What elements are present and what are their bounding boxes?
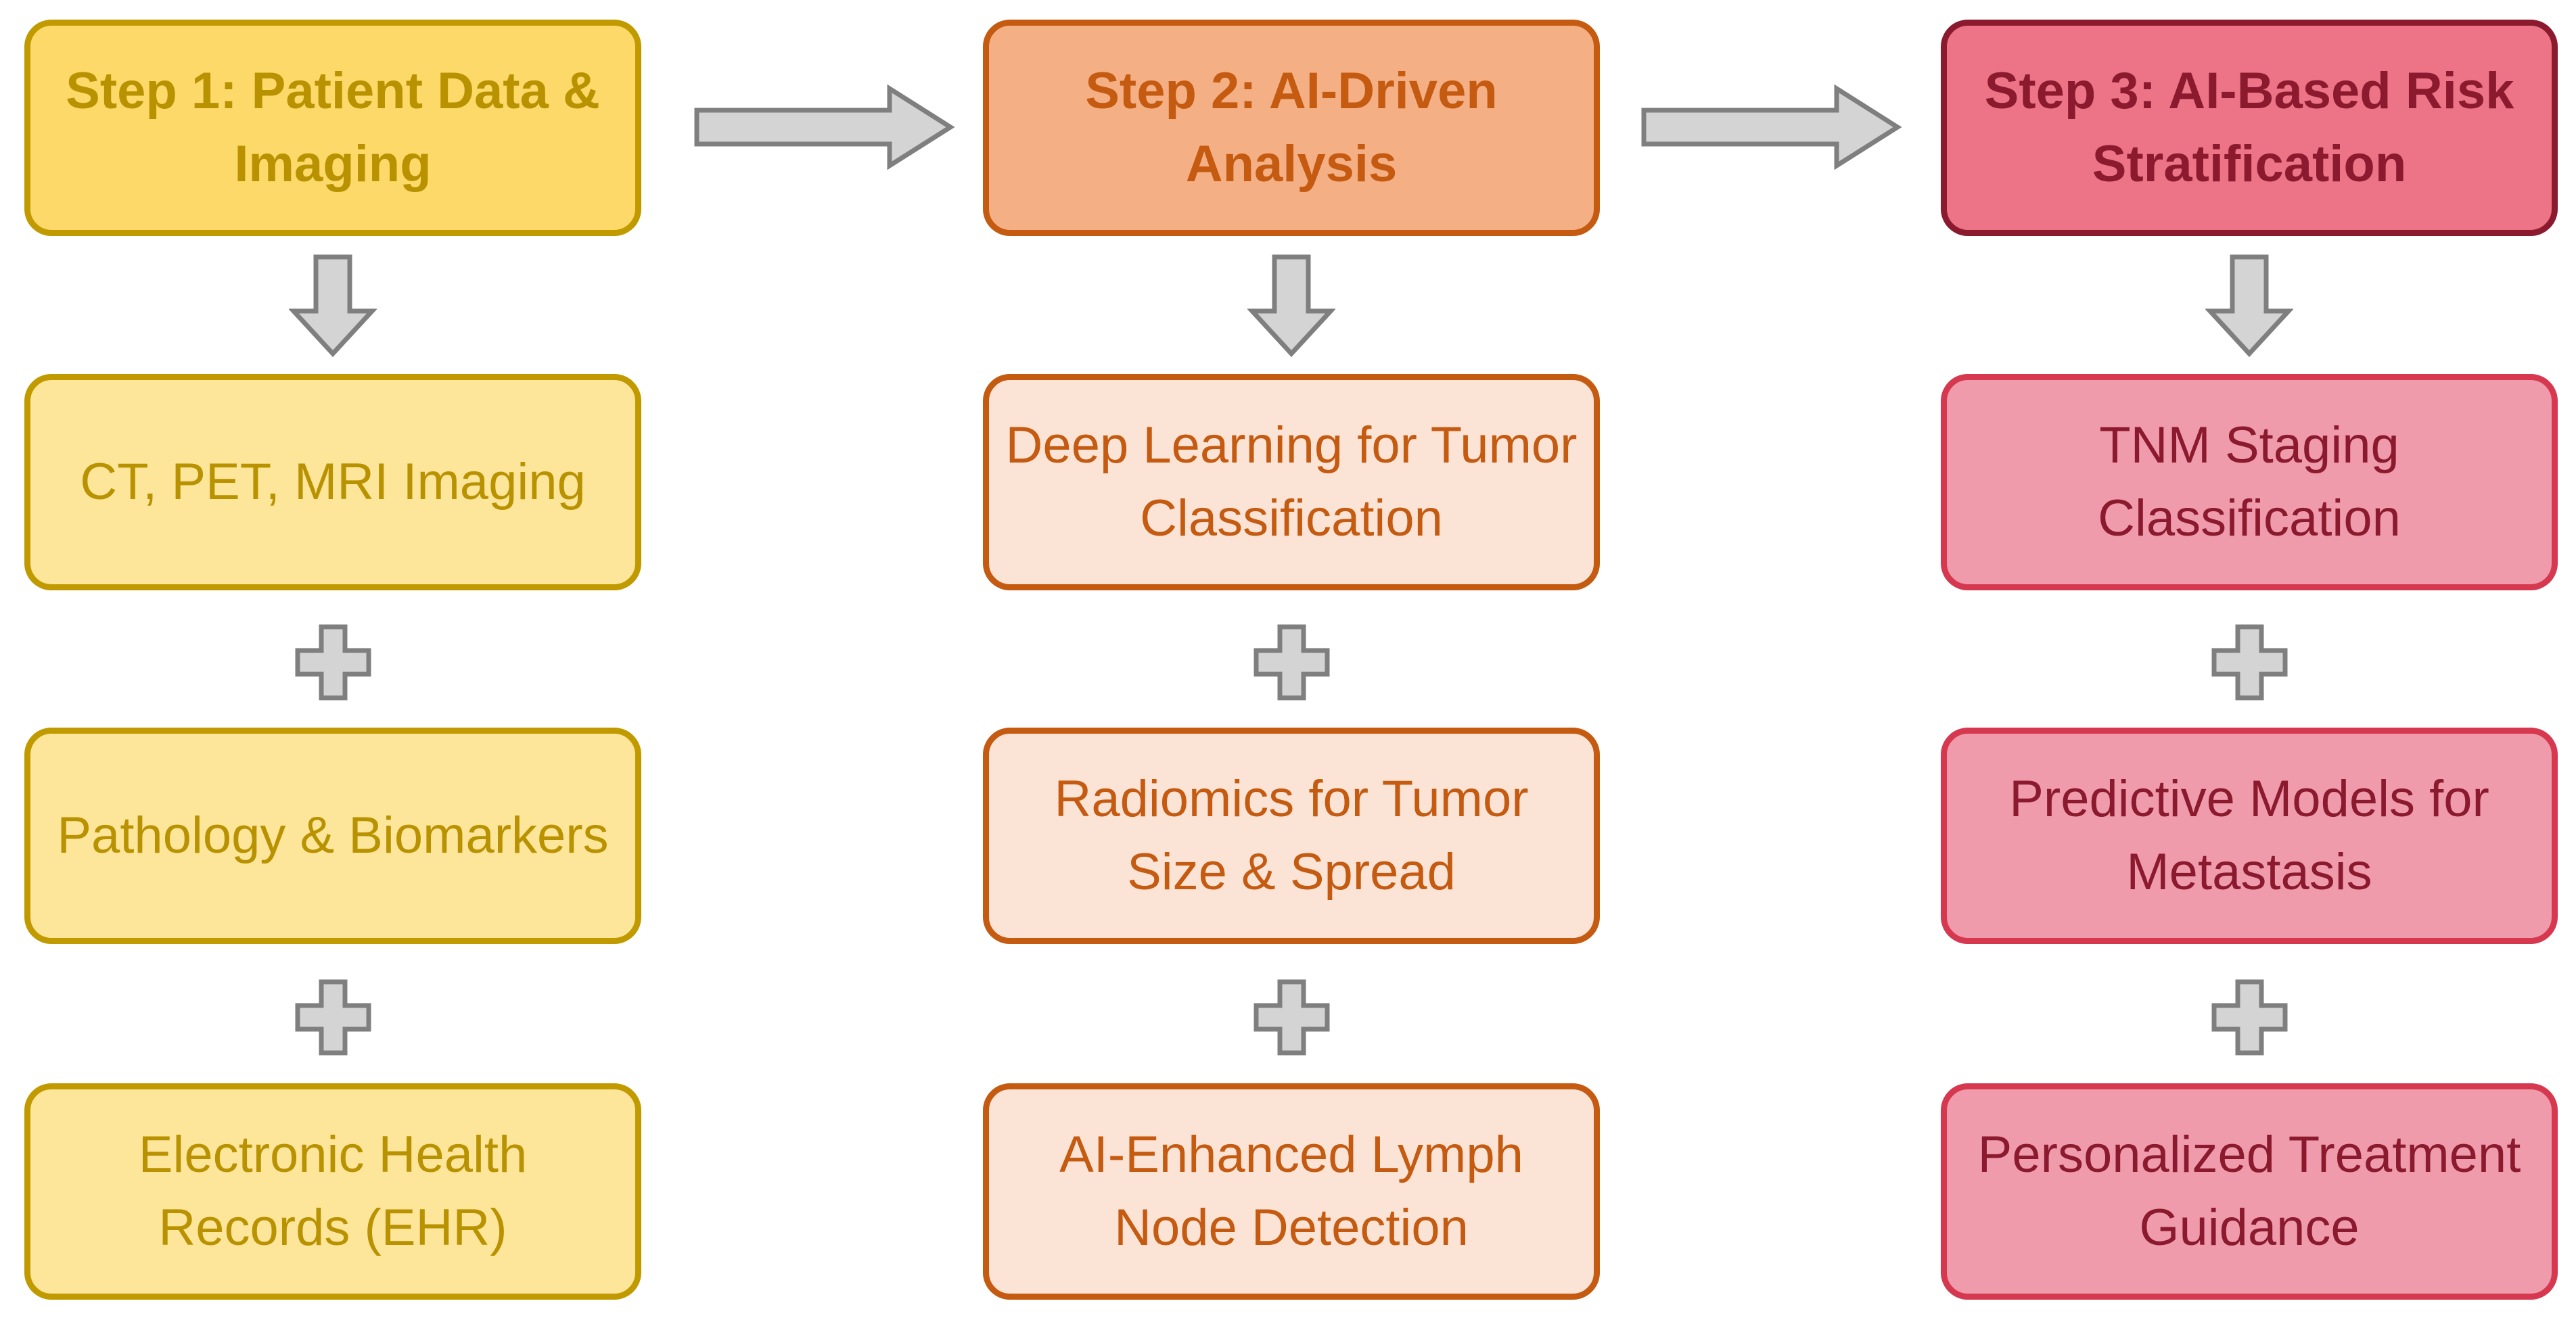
plus-icon: [2211, 979, 2288, 1056]
step-3-title: Step 3: AI-Based Risk Stratification: [1984, 62, 2514, 193]
step-1-header: Step 1: Patient Data & Imaging: [24, 20, 641, 236]
plus-icon: [295, 979, 371, 1056]
step-1-title: Step 1: Patient Data & Imaging: [66, 62, 600, 193]
step-3-item-3-label: Personalized Treatment Guidance: [1977, 1126, 2521, 1256]
step-2-item-3-label: AI-Enhanced Lymph Node Detection: [1059, 1126, 1523, 1256]
step-2-item-deep-learning: Deep Learning for Tumor Classification: [983, 374, 1600, 590]
arrow-right-icon: [1641, 84, 1902, 170]
step-3-item-1-label: TNM Staging Classification: [2098, 417, 2401, 547]
step-1-item-pathology: Pathology & Biomarkers: [24, 728, 641, 944]
step-1-item-ehr: Electronic Health Records (EHR): [24, 1083, 641, 1300]
step-2-item-2-label: Radiomics for Tumor Size & Spread: [1054, 770, 1529, 901]
plus-icon: [295, 624, 371, 701]
step-1-item-3-label: Electronic Health Records (EHR): [138, 1126, 528, 1256]
step-1-item-1-label: CT, PET, MRI Imaging: [80, 453, 586, 511]
step-3-item-predictive-models: Predictive Models for Metastasis: [1941, 728, 2558, 944]
step-2-item-lymph-node: AI-Enhanced Lymph Node Detection: [983, 1083, 1600, 1300]
arrow-down-icon: [289, 254, 377, 358]
step-3-item-2-label: Predictive Models for Metastasis: [2009, 770, 2489, 901]
arrow-down-icon: [2205, 254, 2293, 358]
step-2-item-1-label: Deep Learning for Tumor Classification: [1005, 417, 1578, 547]
arrow-down-icon: [1247, 254, 1335, 358]
step-1-item-2-label: Pathology & Biomarkers: [57, 807, 609, 865]
step-3-header: Step 3: AI-Based Risk Stratification: [1941, 20, 2558, 236]
step-1-item-imaging: CT, PET, MRI Imaging: [24, 374, 641, 590]
step-3-item-treatment: Personalized Treatment Guidance: [1941, 1083, 2558, 1300]
plus-icon: [1254, 979, 1330, 1056]
step-2-title: Step 2: AI-Driven Analysis: [1085, 62, 1498, 193]
step-3-item-tnm-staging: TNM Staging Classification: [1941, 374, 2558, 590]
plus-icon: [2211, 624, 2288, 701]
step-2-header: Step 2: AI-Driven Analysis: [983, 20, 1600, 236]
plus-icon: [1254, 624, 1330, 701]
arrow-right-icon: [694, 84, 955, 170]
step-2-item-radiomics: Radiomics for Tumor Size & Spread: [983, 728, 1600, 944]
